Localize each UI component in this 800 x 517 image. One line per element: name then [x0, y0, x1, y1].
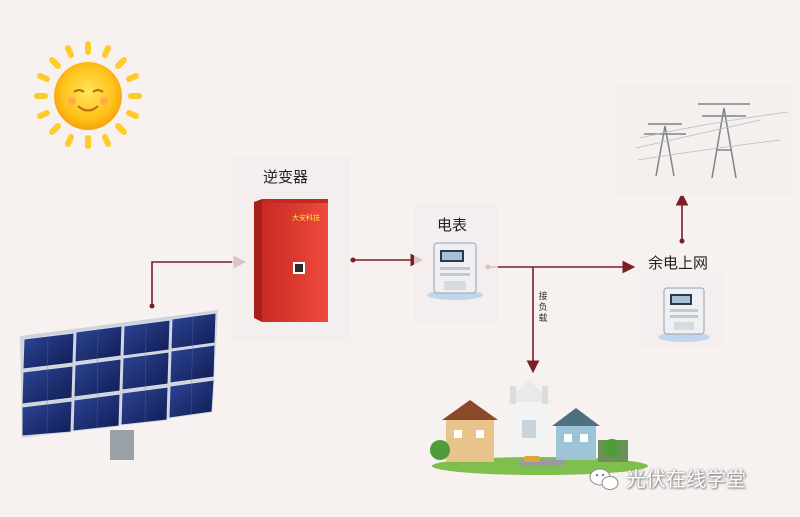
village-icon	[430, 380, 648, 475]
load-label: 接负载	[538, 292, 548, 324]
meter-icon	[414, 202, 498, 324]
inverter-label: 逆变器	[263, 168, 309, 186]
wechat-icon	[589, 468, 619, 490]
power-tower-icon	[616, 84, 792, 196]
sun-icon	[34, 41, 142, 149]
panel-to-inverter-arrow	[151, 255, 247, 306]
solar-panel-icon	[20, 310, 218, 460]
meter-label: 电表	[437, 216, 468, 234]
connector-lines	[151, 192, 689, 374]
grid-label: 余电上网	[648, 254, 709, 272]
watermark-text: 光伏在线学堂	[626, 466, 746, 491]
inverter-brand-label: 大安科技	[292, 214, 320, 222]
watermark: 光伏在线学堂	[590, 462, 746, 492]
inverter-icon	[232, 157, 350, 342]
grid-meter-icon	[640, 272, 724, 348]
